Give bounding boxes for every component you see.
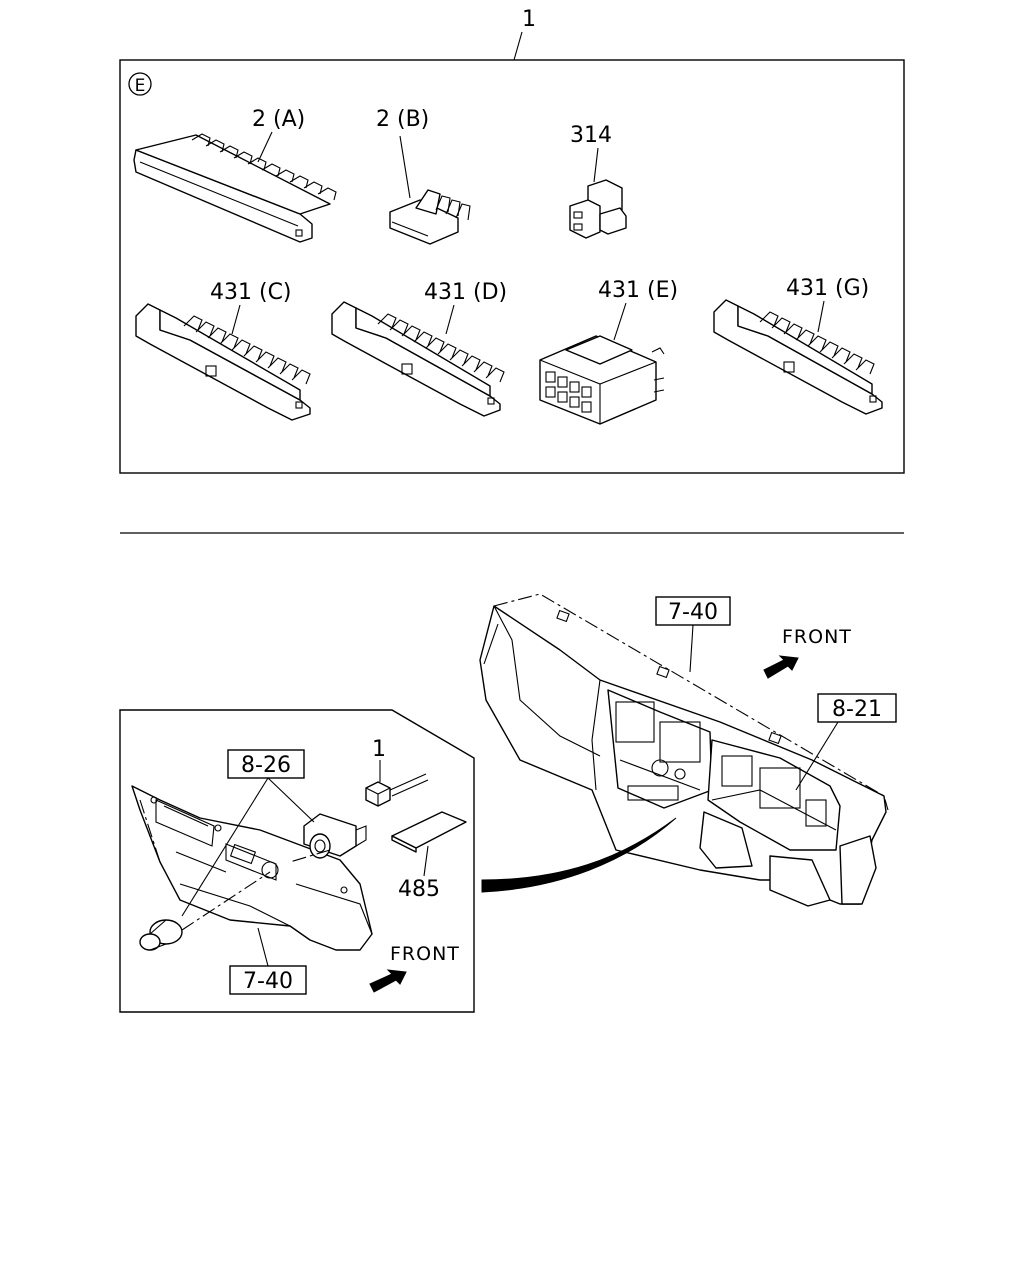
inset-part-1 [365,773,429,807]
inset-knob-axis [181,871,271,931]
callout-7-40-inset-text: 7-40 [243,969,293,994]
inset-part-485 [391,811,467,853]
top-callout-leader [513,31,523,61]
connector-431g-label: 431 (G) [786,276,869,301]
connector-431g: 431 (G) [713,276,883,415]
callout-8-26: 8-26 [227,749,305,779]
connector-431e-label: 431 (E) [598,278,678,303]
front-arrow-inset [369,969,407,993]
connector-2a: 2 (A) [133,107,337,243]
callout-7-40-inset: 7-40 [229,965,307,995]
callout-1-inset: 1 [372,737,386,762]
connector-431c: 431 (C) [135,280,311,421]
inset-pointer [481,817,677,893]
connector-431d-label: 431 (D) [424,280,507,305]
connector-kit-frame [119,59,905,474]
front-arrow-dash [763,655,799,679]
front-label-dash: FRONT [782,626,852,648]
connector-431c-label: 431 (C) [210,280,292,305]
callout-485: 485 [398,877,440,902]
section-mark-letter: E [135,76,146,96]
callout-8-21-text: 8-21 [832,697,882,722]
connector-314: 314 [569,123,627,239]
connector-2b: 2 (B) [376,107,471,245]
inset-switch-axis [289,849,331,863]
connector-431d: 431 (D) [331,280,507,417]
connector-2a-label: 2 (A) [252,107,305,132]
leader-8-26-switch [267,777,315,823]
instrument-panel [479,593,889,907]
callout-8-21: 8-21 [795,693,897,791]
callout-8-26-text: 8-26 [241,753,291,778]
inset-bezel [131,785,373,951]
leader-8-26-knob [181,777,269,917]
leader-7-40-inset [257,927,269,967]
inset-knob [139,919,183,951]
connector-314-label: 314 [570,123,612,148]
connector-2b-label: 2 (B) [376,107,429,132]
leader-485 [423,845,429,877]
callout-7-40-dash-text: 7-40 [668,600,718,625]
inset-switch-8-26 [303,813,367,859]
connector-431e: 431 (E) [539,278,678,425]
callout-7-40-dash: 7-40 [655,596,731,673]
front-label-inset: FRONT [390,943,460,965]
section-mark: E [128,72,152,96]
top-callout-number: 1 [522,7,536,32]
